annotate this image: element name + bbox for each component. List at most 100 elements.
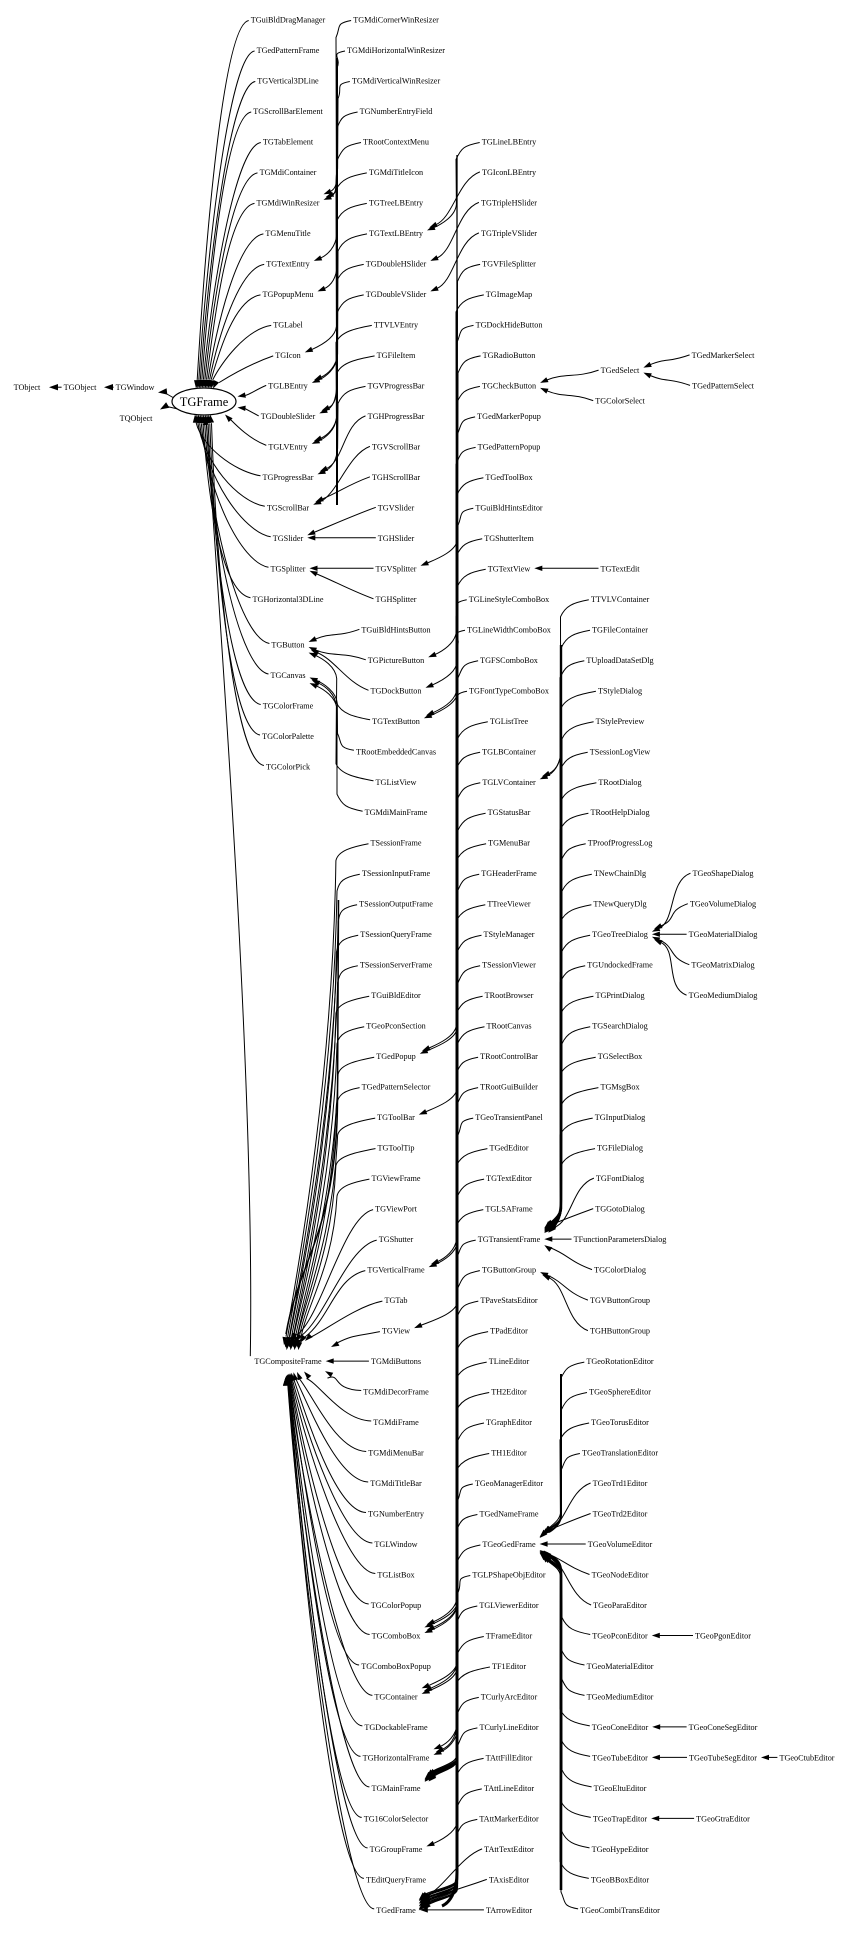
svg-text:TGVSlider: TGVSlider (378, 503, 415, 512)
svg-text:TGLViewerEditor: TGLViewerEditor (479, 1601, 539, 1610)
svg-text:TRootControlBar: TRootControlBar (480, 1052, 538, 1061)
svg-text:TGTextLBEntry: TGTextLBEntry (369, 229, 424, 238)
svg-text:TGeoTrd2Editor: TGeoTrd2Editor (593, 1510, 648, 1519)
svg-text:TTVLVEntry: TTVLVEntry (374, 320, 419, 329)
svg-text:TGeoMatrixDialog: TGeoMatrixDialog (691, 961, 754, 970)
svg-text:TGeoPconEditor: TGeoPconEditor (592, 1632, 648, 1641)
svg-text:TGProgressBar: TGProgressBar (263, 473, 314, 482)
svg-text:TGLabel: TGLabel (273, 320, 303, 329)
svg-text:TGDoubleHSlider: TGDoubleHSlider (366, 259, 427, 268)
svg-text:TGTreeLBEntry: TGTreeLBEntry (369, 198, 424, 207)
svg-text:TGTextButton: TGTextButton (372, 717, 420, 726)
svg-text:TGColorPalette: TGColorPalette (262, 732, 314, 741)
svg-text:TGTextView: TGTextView (488, 564, 531, 573)
svg-text:TGView: TGView (382, 1327, 410, 1336)
svg-text:TGContainer: TGContainer (374, 1692, 417, 1701)
svg-text:TGHeaderFrame: TGHeaderFrame (481, 869, 537, 878)
svg-text:TStyleManager: TStyleManager (484, 930, 535, 939)
svg-text:TGScrollBar: TGScrollBar (267, 503, 310, 512)
svg-text:TRootEmbeddedCanvas: TRootEmbeddedCanvas (356, 747, 436, 756)
svg-text:TGNumberEntry: TGNumberEntry (368, 1510, 425, 1519)
svg-text:TGFrame: TGFrame (180, 395, 229, 409)
svg-text:TGListView: TGListView (376, 778, 417, 787)
svg-text:TGedEditor: TGedEditor (489, 1144, 528, 1153)
svg-text:TGObject: TGObject (64, 383, 97, 392)
svg-text:TGButton: TGButton (271, 641, 304, 650)
svg-text:TCurlyArcEditor: TCurlyArcEditor (481, 1692, 538, 1701)
svg-text:TGDoubleSlider: TGDoubleSlider (261, 412, 316, 421)
svg-text:TGedPatternFrame: TGedPatternFrame (257, 46, 320, 55)
svg-text:TGListBox: TGListBox (377, 1571, 414, 1580)
svg-text:TGComboBox: TGComboBox (372, 1632, 421, 1641)
svg-text:TGedPatternSelect: TGedPatternSelect (692, 381, 755, 390)
svg-text:TGIconLBEntry: TGIconLBEntry (482, 168, 537, 177)
svg-text:TGSelectBox: TGSelectBox (598, 1052, 643, 1061)
svg-text:TAttLineEditor: TAttLineEditor (484, 1784, 535, 1793)
svg-text:TGDockButton: TGDockButton (371, 686, 422, 695)
svg-text:TGeoCtubEditor: TGeoCtubEditor (779, 1753, 834, 1762)
svg-text:TStyleDialog: TStyleDialog (598, 686, 642, 695)
svg-text:TGMsgBox: TGMsgBox (600, 1083, 639, 1092)
svg-text:TPaveStatsEditor: TPaveStatsEditor (480, 1296, 538, 1305)
svg-text:TGMdiContainer: TGMdiContainer (260, 168, 317, 177)
svg-text:TGImageMap: TGImageMap (486, 290, 532, 299)
svg-text:TGHorizontal3DLine: TGHorizontal3DLine (253, 595, 324, 604)
svg-text:TGToolTip: TGToolTip (378, 1144, 415, 1153)
svg-text:TSessionInputFrame: TSessionInputFrame (362, 869, 431, 878)
svg-text:TGCompositeFrame: TGCompositeFrame (254, 1357, 322, 1366)
svg-text:TNewChainDlg: TNewChainDlg (594, 869, 646, 878)
svg-text:TGeoVolumeEditor: TGeoVolumeEditor (588, 1540, 653, 1549)
svg-text:TGMdiHorizontalWinResizer: TGMdiHorizontalWinResizer (347, 46, 445, 55)
svg-text:TGMdiMainFrame: TGMdiMainFrame (365, 808, 428, 817)
svg-text:TGLineWidthComboBox: TGLineWidthComboBox (467, 625, 551, 634)
svg-text:TGLBEntry: TGLBEntry (268, 381, 308, 390)
svg-text:TGeoConeEditor: TGeoConeEditor (592, 1723, 649, 1732)
svg-text:TGCheckButton: TGCheckButton (482, 381, 536, 390)
svg-text:TGPictureButton: TGPictureButton (368, 656, 424, 665)
svg-text:TGColorFrame: TGColorFrame (263, 702, 314, 711)
svg-text:TQObject: TQObject (120, 414, 153, 423)
svg-text:TGLPShapeObjEditor: TGLPShapeObjEditor (472, 1571, 545, 1580)
svg-text:TGMdiButtons: TGMdiButtons (371, 1357, 421, 1366)
svg-text:TGuiBldDragManager: TGuiBldDragManager (251, 16, 326, 25)
svg-text:TArrowEditor: TArrowEditor (486, 1906, 532, 1915)
svg-text:TGMainFrame: TGMainFrame (371, 1784, 420, 1793)
svg-text:TG16ColorSelector: TG16ColorSelector (364, 1814, 429, 1823)
svg-text:TGVProgressBar: TGVProgressBar (368, 381, 425, 390)
svg-text:TGCanvas: TGCanvas (270, 671, 305, 680)
svg-text:TGComboBoxPopup: TGComboBoxPopup (361, 1662, 431, 1671)
svg-text:TStylePreview: TStylePreview (596, 717, 645, 726)
svg-text:TAttMarkerEditor: TAttMarkerEditor (479, 1814, 539, 1823)
svg-text:TGLVContainer: TGLVContainer (482, 778, 536, 787)
svg-text:TGColorPick: TGColorPick (266, 763, 311, 772)
svg-text:TGeoPconSection: TGeoPconSection (366, 1022, 426, 1031)
svg-text:TGeoMediumDialog: TGeoMediumDialog (689, 991, 758, 1000)
svg-text:TGVertical3DLine: TGVertical3DLine (257, 77, 319, 86)
svg-text:TGVButtonGroup: TGVButtonGroup (590, 1296, 650, 1305)
svg-text:TGIcon: TGIcon (275, 351, 300, 360)
svg-text:TRootHelpDialog: TRootHelpDialog (590, 808, 649, 817)
svg-text:TGedPatternSelector: TGedPatternSelector (362, 1083, 431, 1092)
svg-text:TGScrollBarElement: TGScrollBarElement (253, 107, 323, 116)
svg-text:TSessionServerFrame: TSessionServerFrame (360, 961, 433, 970)
svg-text:TGSplitter: TGSplitter (270, 564, 305, 573)
svg-text:TGeoMaterialEditor: TGeoMaterialEditor (587, 1662, 654, 1671)
svg-text:TRootDialog: TRootDialog (598, 778, 641, 787)
svg-text:TGWindow: TGWindow (116, 383, 155, 392)
svg-text:TGMdiTitleBar: TGMdiTitleBar (370, 1479, 422, 1488)
svg-text:TGeoGedFrame: TGeoGedFrame (482, 1540, 536, 1549)
svg-text:TGeoTrapEditor: TGeoTrapEditor (593, 1814, 648, 1823)
svg-text:TGDoubleVSlider: TGDoubleVSlider (366, 290, 427, 299)
svg-text:TGTabElement: TGTabElement (263, 138, 314, 147)
svg-text:TRootCanvas: TRootCanvas (486, 1022, 531, 1031)
svg-text:TGTransientFrame: TGTransientFrame (478, 1235, 541, 1244)
svg-text:TGMenuBar: TGMenuBar (488, 839, 530, 848)
svg-text:TGViewFrame: TGViewFrame (371, 1174, 420, 1183)
svg-text:TF1Editor: TF1Editor (492, 1662, 526, 1671)
svg-text:TGeoManagerEditor: TGeoManagerEditor (475, 1479, 543, 1488)
svg-text:TGLVEntry: TGLVEntry (268, 442, 308, 451)
svg-text:TSessionFrame: TSessionFrame (371, 839, 422, 848)
svg-text:TGedPopup: TGedPopup (376, 1052, 416, 1061)
svg-text:TGuiBldHintsEditor: TGuiBldHintsEditor (475, 503, 543, 512)
svg-text:TFunctionParametersDialog: TFunctionParametersDialog (574, 1235, 667, 1244)
